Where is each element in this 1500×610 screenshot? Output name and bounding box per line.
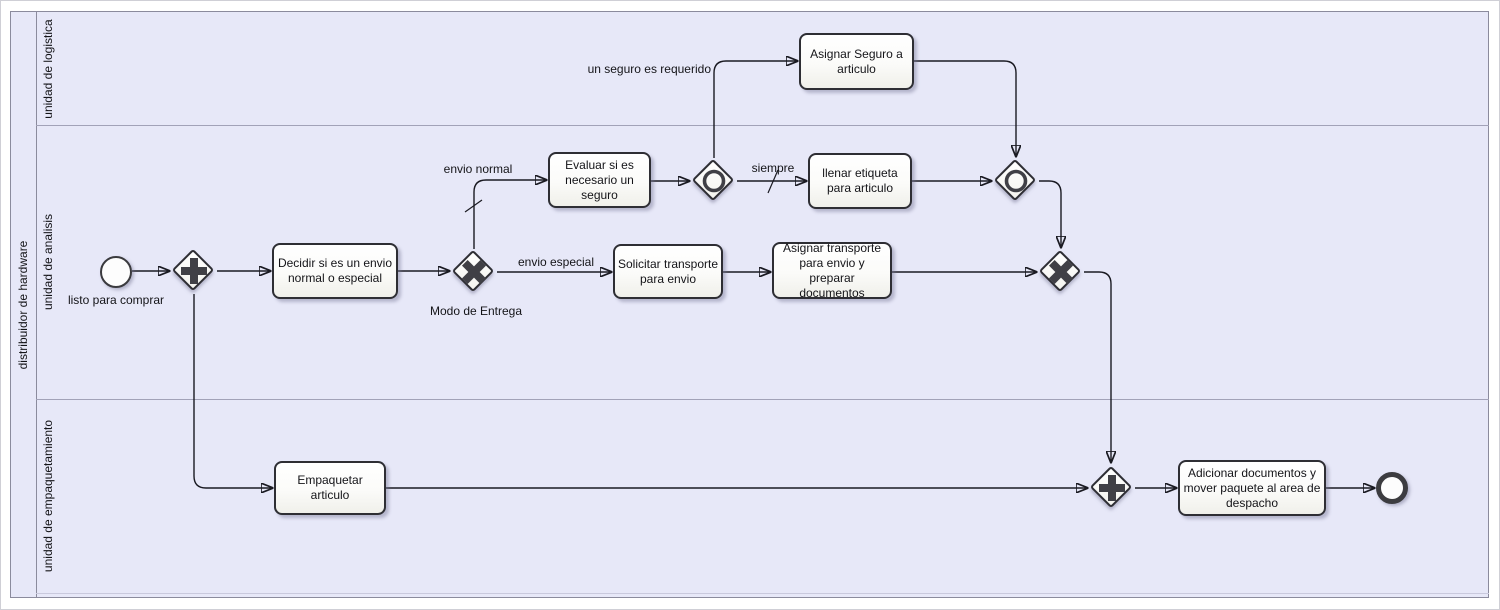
lane-divider-logistica-analisis xyxy=(36,125,1489,126)
start-event[interactable] xyxy=(100,256,132,288)
gateway-exclusive-envio-join[interactable] xyxy=(1038,249,1084,295)
inclusive-circle-icon xyxy=(1004,169,1028,193)
gateway-parallel-split[interactable] xyxy=(171,248,217,294)
task-llenar-etiqueta[interactable]: llenar etiqueta para articulo xyxy=(808,153,912,209)
flow-asignar-seguro-to-or-join xyxy=(914,60,1016,156)
task-empaquetar-articulo[interactable]: Empaquetar articulo xyxy=(274,461,386,515)
gateway-parallel-join[interactable] xyxy=(1089,465,1135,511)
flow-modo-to-evaluar xyxy=(473,180,546,249)
label-envio-especial: envio especial xyxy=(517,255,595,269)
gateway-inclusive-seguro-split[interactable] xyxy=(691,158,737,204)
task-adicionar-documentos[interactable]: Adicionar documentos y mover paquete al … xyxy=(1178,460,1326,516)
exclusive-x-icon xyxy=(1048,259,1074,285)
label-envio-normal: envio normal xyxy=(443,162,513,176)
gateway-exclusive-modo-de-entrega[interactable] xyxy=(451,249,497,295)
task-asignar-transporte[interactable]: Asignar transporte para envio y preparar… xyxy=(772,241,892,300)
pool-header-divider xyxy=(36,11,37,598)
flow-split-to-empaquetar xyxy=(193,294,272,488)
label-un-seguro-es-requerido: un seguro es requerido xyxy=(587,62,711,76)
flow-or-join-to-x-join xyxy=(1039,180,1061,247)
lane-bottom-edge xyxy=(36,593,1489,594)
task-asignar-seguro[interactable]: Asignar Seguro a articulo xyxy=(799,33,914,90)
parallel-plus-icon xyxy=(1099,475,1125,501)
parallel-plus-icon xyxy=(181,258,207,284)
default-flow-slash-envio-normal xyxy=(464,199,483,213)
label-listo-para-comprar: listo para comprar xyxy=(67,293,165,307)
label-modo-de-entrega: Modo de Entrega xyxy=(429,304,523,318)
exclusive-x-icon xyxy=(461,259,487,285)
default-flow-slash-siempre xyxy=(767,169,779,194)
task-solicitar-transporte[interactable]: Solicitar transporte para envio xyxy=(613,244,723,299)
lane-divider-analisis-empaquetamiento xyxy=(36,399,1489,400)
inclusive-circle-icon xyxy=(702,169,726,193)
task-evaluar-seguro[interactable]: Evaluar si es necesario un seguro xyxy=(548,152,651,208)
label-siempre: siempre xyxy=(751,161,795,175)
task-decidir-envio[interactable]: Decidir si es un envio normal o especial xyxy=(272,243,398,299)
flow-or-split-to-asignar-seguro xyxy=(713,61,797,158)
gateway-inclusive-seguro-join[interactable] xyxy=(993,158,1039,204)
end-event[interactable] xyxy=(1376,472,1408,504)
flow-x-join-to-parallel-join xyxy=(1084,271,1111,462)
